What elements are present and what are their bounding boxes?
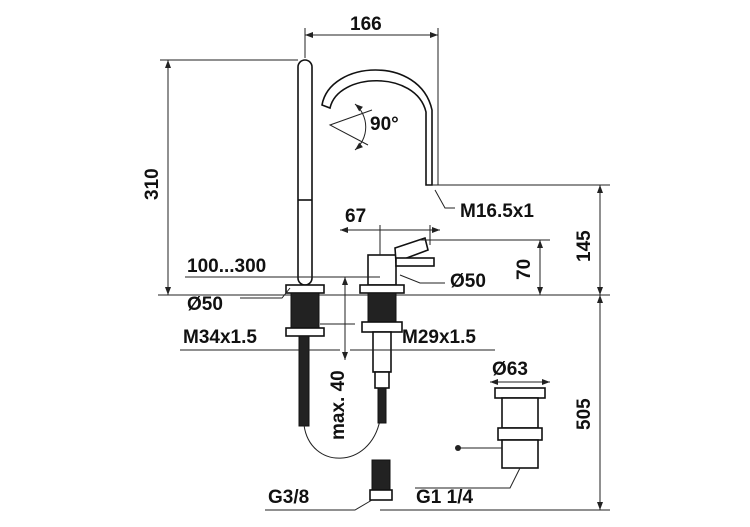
- lever-mixer: [359, 236, 435, 424]
- dim-lever-diameter: Ø50: [450, 271, 486, 292]
- dim-145: 145: [574, 230, 595, 262]
- dim-spout-diameter: Ø50: [187, 294, 223, 315]
- waste-valve: [455, 387, 546, 469]
- dim-67: 67: [345, 206, 366, 227]
- dim-m34x1-5: M34x1.5: [183, 327, 257, 348]
- dim-g1-1-4: G1 1/4: [416, 487, 473, 508]
- dim-g3-8: G3/8: [268, 487, 309, 508]
- dim-max-40: max. 40: [328, 370, 349, 440]
- spout: [285, 59, 433, 459]
- dim-70: 70: [514, 259, 535, 280]
- dim-diameter-63: Ø63: [492, 359, 528, 380]
- dim-m16-5x1: M16.5x1: [460, 201, 534, 222]
- dim-m29x1-5: M29x1.5: [402, 327, 476, 348]
- dim-90deg: 90°: [370, 114, 399, 135]
- dim-166: 166: [350, 14, 382, 35]
- rotation-symbol: [328, 103, 373, 151]
- hose-connector: [369, 459, 393, 501]
- dim-spacing: 100...300: [187, 256, 266, 277]
- dim-310: 310: [142, 168, 163, 200]
- dim-505: 505: [574, 398, 595, 430]
